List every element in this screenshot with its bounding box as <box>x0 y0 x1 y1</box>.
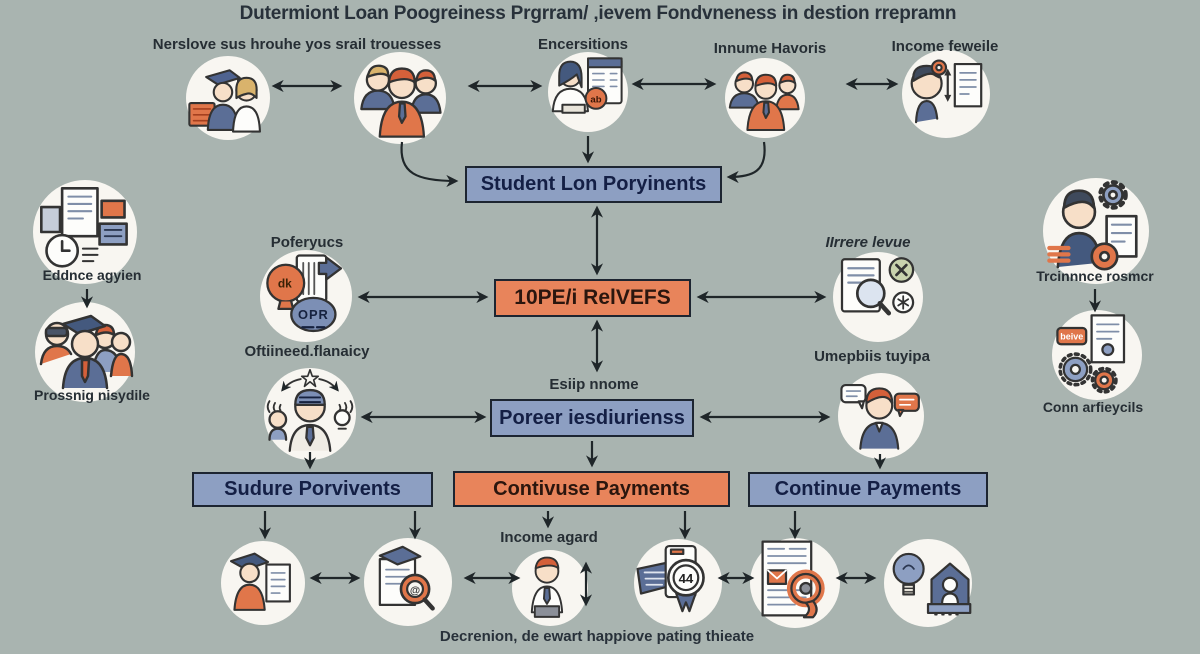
svg-text:beive: beive <box>1060 332 1083 342</box>
three-people-orange-icon <box>725 58 805 138</box>
label-income-agard: Income agard <box>500 529 598 546</box>
box-continue-payments: Continue Payments <box>748 472 988 507</box>
label-nerslove: Nerslove sus hrouhe yos srail trouesses <box>152 36 442 53</box>
bulb-opr-icon: dk OPR <box>260 250 352 342</box>
svg-text:OPR: OPR <box>298 307 329 322</box>
certificate-gears-icon: beive <box>1052 310 1142 400</box>
label-umepbiis: Umepbiis tuyipa <box>814 348 930 365</box>
network-person-icon <box>264 368 356 460</box>
cap-search-document-icon: @ <box>364 538 452 626</box>
label-poferyucs: Poferyucs <box>270 234 344 251</box>
label-encersitions: Encersitions <box>537 36 629 53</box>
box-sudure: Sudure Porvivents <box>192 472 433 507</box>
files-clock-icon <box>33 180 137 284</box>
graduate-couple-icon <box>186 56 270 140</box>
bottom-caption: Decrenion, de ewart happiove pating thie… <box>439 628 755 645</box>
woman-document-icon: ab <box>548 52 628 132</box>
three-people-icon <box>354 52 446 144</box>
label-iirrere-levue: IIrrere levue <box>825 234 911 251</box>
page-title: Dutermiont Loan Poogreiness Prgrram/ ‚ie… <box>239 3 957 24</box>
box-relvefs: 10PE/i RelVEFS <box>494 279 691 317</box>
mind-document-icon <box>902 50 990 138</box>
svg-text:@: @ <box>410 584 420 596</box>
label-trcinnnce: Trcinnnce rosmcr <box>1036 268 1154 284</box>
box-poreer: Poreer iesdiurienss <box>490 399 694 437</box>
boy-icon <box>512 550 588 626</box>
label-conn: Conn arfieycils <box>1042 399 1144 415</box>
label-esiip-nnome: Esiip nnome <box>549 376 639 393</box>
label-prossnig: Prossnig nisydile <box>34 387 150 403</box>
group-graduate-icon <box>35 302 135 402</box>
badge-44-icon: 44 <box>634 539 722 627</box>
bulb-house-icon <box>884 539 972 627</box>
label-eddnce: Eddnce agyien <box>42 267 142 283</box>
trainee-gear-icon <box>1043 178 1149 284</box>
speech-person-icon <box>838 373 924 459</box>
label-oftineed: Oftiineed.flanaicy <box>244 343 370 360</box>
graduate-checklist-icon <box>221 541 305 625</box>
search-document-icon <box>833 252 923 342</box>
label-innume-havoris: Innume Havoris <box>713 40 827 57</box>
mail-document-icon <box>750 538 840 628</box>
svg-text:44: 44 <box>679 571 694 586</box>
label-income-feweile: Income feweile <box>891 38 999 55</box>
box-student-payments: Student Lon Poryinents <box>465 166 722 203</box>
svg-text:dk: dk <box>278 277 292 291</box>
svg-text:ab: ab <box>590 94 601 105</box>
box-contivuse: Contivuse Payments <box>453 471 730 507</box>
